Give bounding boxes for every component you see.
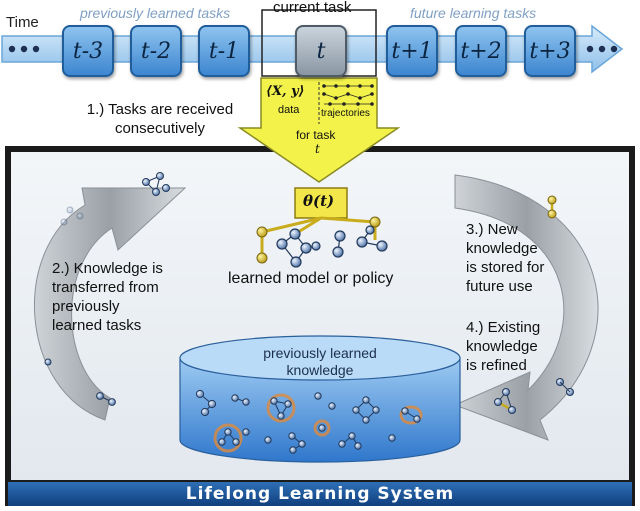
funnel-for-task-label: for task — [296, 128, 336, 142]
step1-line1: 1.) Tasks are received — [86, 101, 234, 118]
funnel-trajectories-label: trajectories — [321, 108, 370, 119]
timeline-dots-right — [586, 45, 618, 53]
new-knowledge-glyph — [547, 195, 557, 219]
task-box-t-minus-1: t-1 — [198, 25, 250, 77]
outgoing-knowledge-glyph — [44, 358, 116, 406]
step1-text: 1.) Tasks are received consecutively — [60, 100, 260, 138]
system-title: Lifelong Learning System — [8, 482, 632, 506]
knowledge-base-line1: previously learned — [263, 345, 377, 361]
step4-line1: 4.) Existing — [466, 319, 541, 336]
future-tasks-label: future learning tasks — [410, 5, 537, 21]
step3-line4: future use — [466, 278, 533, 295]
task-box-t-plus-2: t+2 — [455, 25, 507, 77]
step3-line3: is stored for — [466, 259, 545, 276]
task-box-t-minus-3: t-3 — [62, 25, 114, 77]
knowledge-base-line2: knowledge — [286, 362, 354, 378]
task-box-t-plus-1: t+1 — [386, 25, 438, 77]
step4-text: 4.) Existing knowledge is refined — [466, 318, 540, 375]
step1-line2: consecutively — [114, 120, 206, 137]
theta-label: θ(t) — [303, 192, 335, 210]
learned-model-graph — [256, 187, 388, 268]
knowledge-items — [195, 389, 423, 454]
knowledge-base-label: previously learned knowledge — [220, 345, 420, 379]
timeline-dots-left — [8, 45, 40, 53]
step4-line2: knowledge — [466, 338, 538, 355]
step2-line2: transferred from — [52, 279, 159, 296]
current-task-label: current task — [273, 0, 352, 16]
previous-tasks-label: previously learned tasks — [80, 5, 231, 21]
step2-line3: previously — [52, 298, 120, 315]
task-box-t-plus-3: t+3 — [524, 25, 576, 77]
step2-line1: 2.) Knowledge is — [52, 260, 163, 277]
step3-line2: knowledge — [466, 240, 538, 257]
step2-line4: learned tasks — [52, 317, 142, 334]
refined-knowledge-glyph — [494, 378, 574, 414]
model-caption: learned model or policy — [228, 270, 394, 287]
step3-line1: 3.) New — [466, 221, 518, 238]
step3-text: 3.) New knowledge is stored for future u… — [466, 220, 544, 296]
task-box-t-minus-2: t-2 — [130, 25, 182, 77]
funnel-data-math: ⟨X, y⟩ — [266, 84, 305, 99]
task-box-current: t — [295, 25, 347, 77]
time-label: Time — [6, 14, 39, 31]
step2-text: 2.) Knowledge is transferred from previo… — [52, 259, 163, 335]
refine-arrow-right — [453, 174, 599, 441]
funnel-task-var: t — [315, 142, 320, 156]
transfer-arrow-left — [33, 187, 187, 421]
transferred-knowledge-glyph — [60, 172, 170, 226]
trajectory-glyphs — [322, 84, 374, 106]
funnel-data-label: data — [278, 104, 300, 116]
step4-line3: is refined — [466, 357, 527, 374]
